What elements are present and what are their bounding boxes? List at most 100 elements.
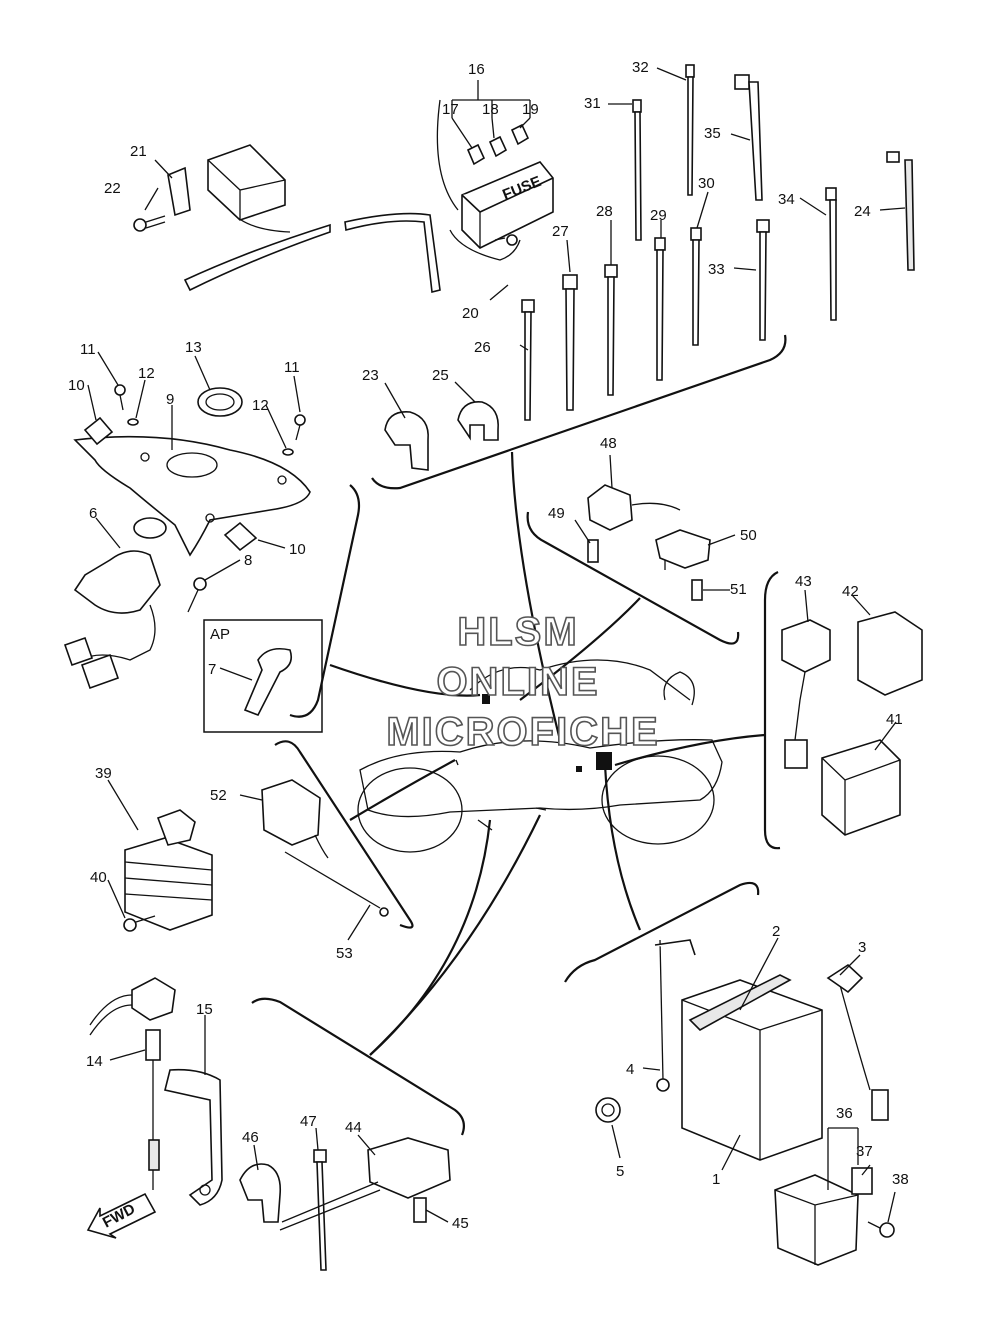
callout-46: 46 bbox=[242, 1129, 259, 1146]
flasher-43 bbox=[781, 619, 831, 769]
callout-10-left: 10 bbox=[68, 377, 85, 394]
callout-37: 37 bbox=[856, 1143, 873, 1160]
clamp-25 bbox=[457, 401, 499, 441]
pointer-line-bottom-b bbox=[369, 819, 492, 1056]
callout-45: 45 bbox=[452, 1215, 469, 1232]
tie-47 bbox=[313, 1149, 327, 1271]
callout-labels: 1 2 3 4 5 6 7 8 9 10 10 11 11 12 12 13 1… bbox=[68, 59, 909, 1232]
callout-9: 9 bbox=[166, 391, 174, 408]
callout-33: 33 bbox=[708, 261, 725, 278]
watermark-line-2: ONLINE bbox=[436, 660, 599, 704]
callout-8: 8 bbox=[244, 552, 252, 569]
separator-bottom-group bbox=[251, 997, 465, 1136]
callout-21: 21 bbox=[130, 143, 147, 160]
callout-22: 22 bbox=[104, 180, 121, 197]
callout-24: 24 bbox=[854, 203, 871, 220]
callout-19: 19 bbox=[522, 101, 539, 118]
screw-51 bbox=[691, 579, 703, 601]
rectifier-39 bbox=[124, 809, 213, 931]
watermark-line-1: HLSM bbox=[457, 610, 578, 654]
callout-52: 52 bbox=[210, 787, 227, 804]
bolt-49 bbox=[587, 539, 599, 563]
motorcycle-outline bbox=[357, 659, 723, 853]
callout-34: 34 bbox=[778, 191, 795, 208]
fuse-marker bbox=[482, 694, 490, 704]
callout-16: 16 bbox=[468, 61, 485, 78]
callout-53: 53 bbox=[336, 945, 353, 962]
callout-18: 18 bbox=[482, 101, 499, 118]
callout-38: 38 bbox=[892, 1171, 909, 1188]
relay-52 bbox=[261, 779, 329, 859]
relay-48 bbox=[587, 484, 681, 531]
callout-6: 6 bbox=[89, 505, 97, 522]
screw-45 bbox=[413, 1197, 427, 1223]
callout-4: 4 bbox=[626, 1061, 634, 1078]
callout-36: 36 bbox=[836, 1105, 853, 1122]
band-53 bbox=[284, 851, 389, 917]
separator-battery-group bbox=[564, 881, 760, 983]
washer-12-left bbox=[127, 418, 139, 426]
callout-42: 42 bbox=[842, 583, 859, 600]
callout-11-right: 11 bbox=[284, 359, 300, 376]
callout-39: 39 bbox=[95, 765, 112, 782]
callout-17: 17 bbox=[442, 101, 459, 118]
callout-14: 14 bbox=[86, 1053, 103, 1070]
relay-41 bbox=[821, 739, 901, 836]
callout-1: 1 bbox=[712, 1171, 720, 1188]
switch-50 bbox=[655, 529, 711, 570]
ap-label: AP bbox=[210, 626, 230, 643]
callout-32: 32 bbox=[632, 59, 649, 76]
bolt-11-left bbox=[114, 384, 126, 411]
relay-42 bbox=[857, 611, 923, 696]
callout-47: 47 bbox=[300, 1113, 317, 1130]
wire-harness bbox=[183, 209, 441, 293]
battery-1 bbox=[681, 974, 823, 1161]
starter-relay-36 bbox=[774, 1174, 859, 1266]
separator-right-group bbox=[763, 571, 781, 850]
bolt-11-right bbox=[294, 414, 306, 441]
separator-mid-group bbox=[274, 740, 414, 929]
screw-8 bbox=[187, 577, 207, 613]
cable-3 bbox=[826, 963, 889, 1121]
callout-30: 30 bbox=[698, 175, 715, 192]
callout-10-right: 10 bbox=[289, 541, 306, 558]
callout-23: 23 bbox=[362, 367, 379, 384]
screw-22 bbox=[133, 215, 166, 232]
callout-15: 15 bbox=[196, 1001, 213, 1018]
pad-10-left bbox=[83, 416, 114, 446]
callout-50: 50 bbox=[740, 527, 757, 544]
bolt-40 bbox=[123, 915, 156, 932]
callout-26: 26 bbox=[474, 339, 491, 356]
watermark-line-3: MICROFICHE bbox=[386, 710, 659, 754]
clamp-23 bbox=[384, 411, 429, 471]
callout-2: 2 bbox=[772, 923, 780, 940]
callout-27: 27 bbox=[552, 223, 569, 240]
callout-3: 3 bbox=[858, 939, 866, 956]
relay-21 bbox=[207, 144, 286, 221]
battery-marker bbox=[596, 752, 612, 770]
callout-35: 35 bbox=[704, 125, 721, 142]
cable-4 bbox=[654, 939, 696, 1092]
bracket-15 bbox=[164, 1068, 223, 1206]
callout-41: 41 bbox=[886, 711, 903, 728]
pointer-line-battery bbox=[603, 764, 642, 931]
fuse-37 bbox=[851, 1167, 873, 1195]
separator-left-group bbox=[289, 484, 361, 718]
switch-14 bbox=[89, 977, 176, 1190]
pointer-line-left bbox=[329, 663, 481, 697]
callout-31: 31 bbox=[584, 95, 601, 112]
callout-29: 29 bbox=[650, 207, 667, 224]
callout-49: 49 bbox=[548, 505, 565, 522]
callout-43: 43 bbox=[795, 573, 812, 590]
pointer-line-relay bbox=[519, 597, 641, 701]
callout-40: 40 bbox=[90, 869, 107, 886]
fuse-small-19 bbox=[510, 123, 530, 146]
callout-48: 48 bbox=[600, 435, 617, 452]
pointer-line-mid bbox=[349, 759, 456, 821]
separator-top-group bbox=[371, 334, 787, 490]
grommet-13 bbox=[197, 387, 243, 417]
pointer-line-top bbox=[510, 451, 562, 741]
separator-relay-group bbox=[526, 511, 740, 645]
